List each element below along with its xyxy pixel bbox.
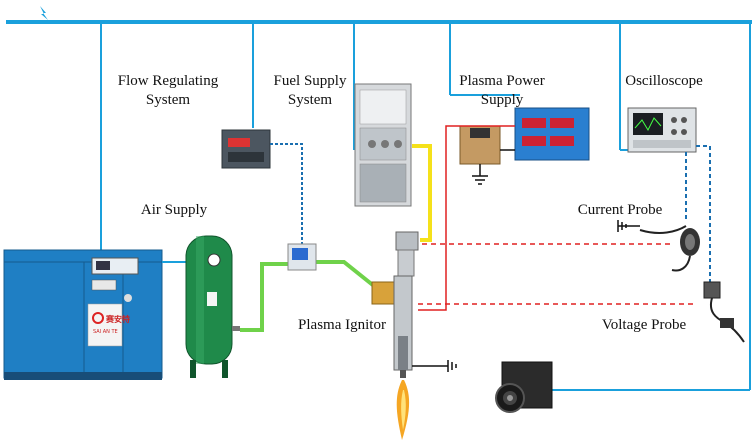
air-storage-tank bbox=[185, 235, 240, 378]
label-plasma-power-line2: Supply bbox=[480, 92, 524, 108]
compressor-brand-cn: 赛安特 bbox=[105, 314, 130, 324]
compressor-brand-en: SAI AN TE bbox=[93, 329, 118, 335]
ground-icon bbox=[472, 164, 488, 185]
label-flow-regulating-system: Flow Regulating System bbox=[112, 72, 224, 110]
label-voltage-probe: Voltage Probe bbox=[601, 317, 687, 333]
air-line bbox=[240, 262, 288, 332]
variac-transformer bbox=[459, 125, 515, 165]
ground-icon bbox=[412, 360, 457, 372]
current-probe-device bbox=[639, 225, 700, 272]
oscilloscope-device bbox=[627, 107, 697, 153]
label-air-supply: Air Supply bbox=[140, 202, 208, 218]
voltage-probe-device bbox=[703, 281, 745, 343]
fuel-supply-cabinet bbox=[354, 83, 412, 207]
pressure-gauge-icon bbox=[207, 253, 221, 267]
mass-flow-meter bbox=[287, 243, 317, 271]
label-flow-regulating-line2: System bbox=[145, 92, 191, 108]
power-bus bbox=[6, 6, 752, 391]
label-oscilloscope: Oscilloscope bbox=[625, 73, 703, 89]
air-compressor: 赛安特 SAI AN TE bbox=[3, 249, 163, 380]
oscilloscope-probe-cable bbox=[696, 145, 711, 282]
high-speed-camera bbox=[495, 361, 553, 413]
label-fuel-supply-system: Fuel Supply System bbox=[262, 72, 358, 110]
label-flow-regulating-line1: Flow Regulating bbox=[117, 73, 219, 89]
flow-controller-device bbox=[221, 129, 271, 169]
plasma-flame bbox=[396, 380, 410, 440]
label-current-probe: Current Probe bbox=[577, 202, 663, 218]
label-plasma-power-supply: Plasma Power Supply bbox=[446, 72, 558, 110]
fuel-line bbox=[412, 144, 432, 242]
plasma-ignitor-device bbox=[371, 231, 419, 378]
label-fuel-supply-line2: System bbox=[287, 92, 333, 108]
compressor-logo-icon bbox=[92, 312, 104, 324]
control-signal-line bbox=[270, 143, 303, 244]
plasma-power-supply-device bbox=[514, 107, 590, 161]
ground-icon bbox=[617, 220, 640, 232]
air-line-to-ignitor bbox=[314, 260, 376, 288]
high-voltage-line bbox=[418, 125, 515, 311]
label-fuel-supply-line1: Fuel Supply bbox=[273, 73, 347, 89]
label-plasma-power-line1: Plasma Power bbox=[459, 73, 545, 89]
label-plasma-ignitor: Plasma Ignitor bbox=[298, 317, 386, 333]
lightning-icon bbox=[40, 6, 48, 20]
